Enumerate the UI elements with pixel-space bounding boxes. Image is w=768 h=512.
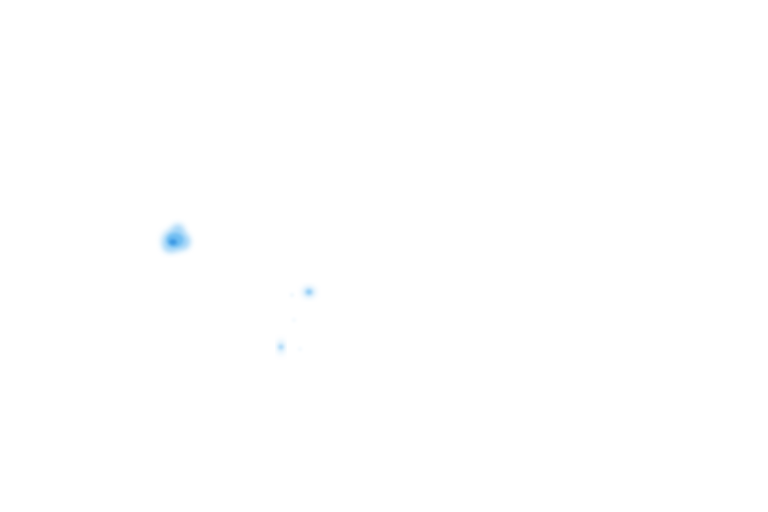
- hotspot-trace-1-halo: [290, 293, 294, 297]
- hotspot-trace-3-halo: [298, 347, 302, 351]
- hotspot-trace-2-halo: [292, 318, 296, 322]
- hotspot-small-mid: [278, 345, 284, 349]
- hotspot-trace-1: [290, 293, 294, 297]
- hotspot-medium-mid: [306, 289, 312, 295]
- hotspot-medium: [303, 287, 315, 297]
- hotspot-trace-3: [298, 347, 302, 351]
- hotspot-large-core: [169, 239, 177, 245]
- hotspot-large: [162, 224, 190, 252]
- hotspot-trace-2: [292, 318, 296, 322]
- hotspot-small: [278, 340, 284, 354]
